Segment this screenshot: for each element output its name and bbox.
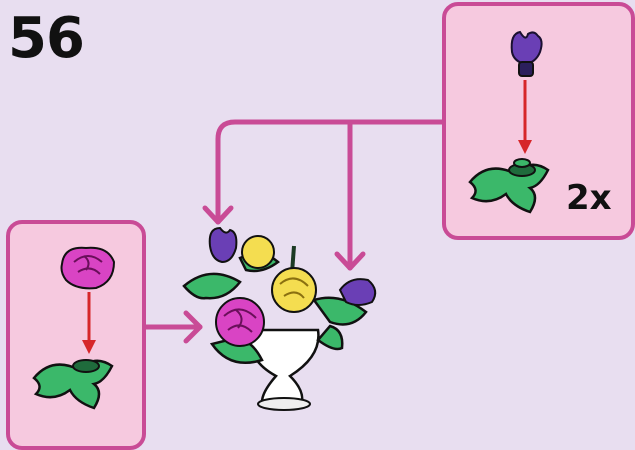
- red-down-arrow-left: [82, 292, 96, 354]
- purple-tulip-icon: [510, 30, 543, 77]
- yellow-rose-front: [271, 267, 317, 313]
- step-number: 56: [8, 6, 85, 71]
- yellow-rose-back: [241, 235, 275, 269]
- leaf-plate-icon-left: [32, 359, 114, 410]
- connector-arrows: [143, 119, 445, 344]
- purple-tulip-in-bouquet: [208, 226, 377, 306]
- flower-vase-icon: [248, 328, 320, 411]
- leaf-plate-icon: [468, 158, 550, 214]
- magenta-rose-icon: [60, 246, 116, 290]
- quantity-multiplier: 2x: [566, 178, 612, 218]
- magenta-rose-in-bouquet: [215, 297, 265, 347]
- red-down-arrow: [518, 80, 532, 154]
- assembly-illustration: [32, 30, 550, 411]
